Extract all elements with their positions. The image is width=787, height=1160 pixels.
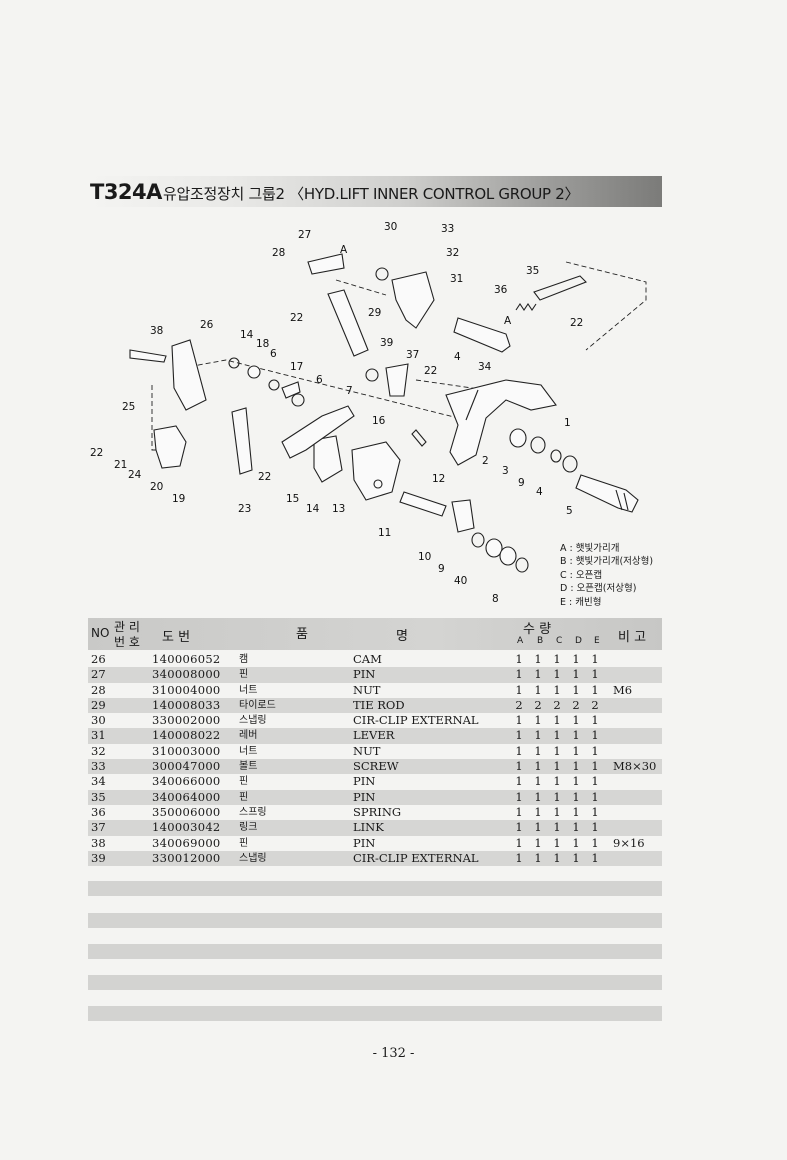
table-row: 37 140003042 링크 LINK 1 1 1 1 1 — [88, 820, 662, 836]
callout-5: 5 — [566, 505, 573, 517]
callout-11: 11 — [378, 527, 391, 539]
callout-30: 30 — [384, 221, 397, 233]
header-qty-a: A — [517, 636, 524, 646]
callout-9: 9 — [518, 477, 525, 489]
callout-36: 36 — [494, 284, 508, 296]
table-row: 31 140008022 레버 LEVER 1 1 1 1 1 — [88, 728, 662, 744]
empty-row-band — [88, 881, 662, 896]
header-qty: 수 량 — [523, 622, 552, 637]
callout-22: 22 — [258, 471, 271, 483]
callout-7: 7 — [346, 385, 353, 397]
table-row: 39 330012000 스냅링 CIR-CLIP EXTERNAL 1 1 1… — [88, 850, 662, 867]
table-row: 28 310004000 너트 NUT 1 1 1 1 1 M6 — [91, 682, 633, 697]
callout-13: 13 — [332, 503, 345, 515]
header-qty-c: C — [556, 636, 563, 646]
section-header: T324A 유압조정장치 그룹2 〈HYD.LIFT INNER CONTROL… — [88, 176, 662, 207]
callout-20: 20 — [150, 481, 163, 493]
callout-22: 22 — [290, 312, 303, 324]
callout-4: 4 — [454, 351, 461, 363]
empty-row-band — [88, 944, 662, 959]
legend-item-c: C : 오픈캡 — [560, 569, 603, 581]
diagram-callouts: 27 A 28 30 33 32 31 35 36 22 29 A 22 38 … — [90, 221, 583, 605]
empty-row-band — [88, 975, 662, 990]
model-legend: A : 햇빛가리개 B : 햇빛가리개(저상형) C : 오픈캡 D : 오픈캡… — [560, 542, 653, 609]
callout-32: 32 — [446, 247, 459, 259]
callout-10: 10 — [418, 551, 431, 563]
callout-39: 39 — [380, 337, 393, 349]
header-mgmt-bottom: 번 호 — [114, 635, 140, 649]
callout-22: 22 — [424, 365, 437, 377]
header-no: NO — [91, 626, 110, 640]
callout-22: 22 — [90, 447, 103, 459]
callout-8: 8 — [492, 593, 499, 605]
callout-28: 28 — [272, 247, 285, 259]
header-qty-b: B — [537, 636, 544, 646]
callout-25: 25 — [122, 401, 135, 413]
callout-21: 21 — [114, 459, 127, 471]
header-code: 도 번 — [162, 630, 191, 645]
callout-6: 6 — [270, 348, 277, 360]
header-name-en: 명 — [396, 629, 408, 644]
legend-item-a: A : 햇빛가리개 — [560, 543, 620, 554]
callout-29: 29 — [368, 307, 381, 319]
callout-37: 37 — [406, 349, 419, 361]
callout-38: 38 — [150, 325, 163, 337]
fork-part — [445, 379, 557, 466]
header-qty-d: D — [575, 636, 582, 646]
callout-14: 14 — [306, 503, 320, 515]
callout-22: 22 — [570, 317, 583, 329]
callout-3: 3 — [502, 465, 509, 477]
table-row: 32 310003000 너트 NUT 1 1 1 1 1 — [91, 743, 599, 758]
table-row: 29 140008033 타이로드 TIE ROD 2 2 2 2 2 — [88, 697, 662, 714]
callout-2: 2 — [482, 455, 489, 467]
empty-row-band — [88, 1006, 662, 1021]
callout-6: 6 — [316, 374, 323, 386]
callout-26: 26 — [200, 319, 214, 331]
callout-40: 40 — [454, 575, 467, 587]
callout-27: 27 — [298, 229, 311, 241]
callout-a: A — [340, 244, 348, 256]
table-row: 33 300047000 볼트 SCREW 1 1 1 1 1 M8×30 — [88, 759, 662, 775]
table-row: 34 340066000 핀 PIN 1 1 1 1 1 — [91, 774, 599, 789]
callout-35: 35 — [526, 265, 539, 277]
callout-15: 15 — [286, 493, 299, 505]
callout-33: 33 — [441, 223, 454, 235]
legend-item-d: D : 오픈캡(저상형) — [560, 583, 637, 595]
callout-17: 17 — [290, 361, 303, 373]
callout-23: 23 — [238, 503, 251, 515]
parts-table-header: NO 관 리 번 호 도 번 품 명 수 량 A B C D E 비 고 — [88, 618, 662, 650]
callout-18: 18 — [256, 338, 269, 350]
legend-item-e: E : 캐빈형 — [560, 596, 602, 608]
table-row: 26 140006052 캠 CAM 1 1 1 1 1 — [91, 652, 599, 666]
callout-a: A — [504, 315, 512, 327]
callout-4: 4 — [536, 486, 543, 498]
callout-1: 1 — [564, 417, 571, 429]
header-qty-e: E — [594, 636, 600, 646]
table-row: 27 340008000 핀 PIN 1 1 1 1 1 — [88, 667, 662, 683]
empty-row-band — [88, 913, 662, 928]
header-remark: 비 고 — [618, 630, 647, 645]
callout-16: 16 — [372, 415, 386, 427]
callout-24: 24 — [128, 469, 142, 481]
table-row: 38 340069000 핀 PIN 1 1 1 1 1 9×16 — [91, 835, 645, 850]
header-mgmt-top: 관 리 — [114, 620, 140, 634]
exploded-parts-diagram: 27 A 28 30 33 32 31 35 36 22 29 A 22 38 … — [90, 221, 647, 605]
callout-9: 9 — [438, 563, 445, 575]
page-number: - 132 - — [372, 1046, 415, 1061]
callout-12: 12 — [432, 473, 445, 485]
header-name-kr: 품 — [296, 627, 308, 642]
parts-table-body: 26 140006052 캠 CAM 1 1 1 1 1 27 34000800… — [88, 652, 662, 867]
callout-14: 14 — [240, 329, 254, 341]
table-row: 35 340064000 핀 PIN 1 1 1 1 1 — [88, 789, 662, 805]
table-row: 36 350006000 스프링 SPRING 1 1 1 1 1 — [91, 804, 599, 819]
section-title: 유압조정장치 그룹2 〈HYD.LIFT INNER CONTROL GROUP… — [163, 185, 580, 203]
section-code: T324A — [90, 180, 162, 204]
callout-34: 34 — [478, 361, 492, 373]
table-row: 30 330002000 스냅링 CIR-CLIP EXTERNAL 1 1 1… — [91, 713, 599, 728]
callout-31: 31 — [450, 273, 463, 285]
callout-19: 19 — [172, 493, 185, 505]
legend-item-b: B : 햇빛가리개(저상형) — [560, 556, 654, 568]
